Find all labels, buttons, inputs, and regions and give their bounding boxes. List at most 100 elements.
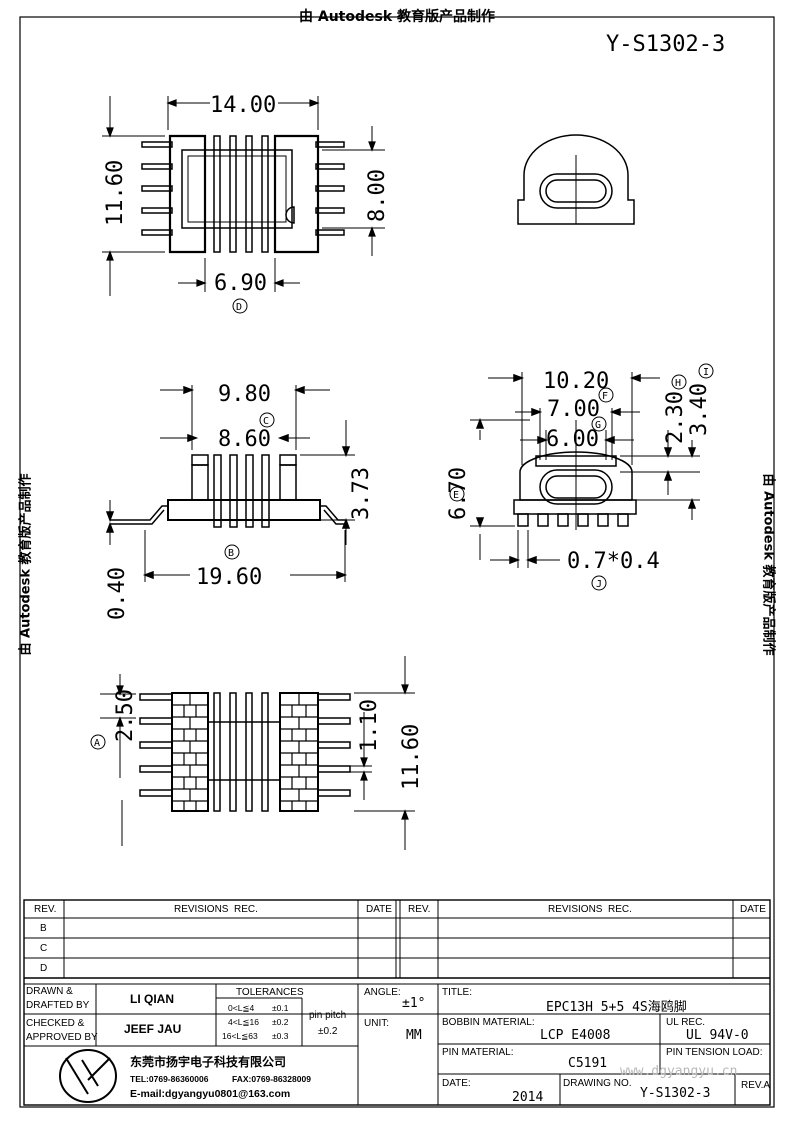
tol-range-1: 0<L≦4 <box>228 1003 255 1013</box>
tol-value-3: ±0.3 <box>272 1031 289 1041</box>
pin-tension-label: PIN TENSION LOAD: <box>666 1047 763 1058</box>
ul-label: UL REC. <box>666 1017 706 1028</box>
pin <box>141 207 173 214</box>
dim-side-w2: 8.60 <box>218 427 271 452</box>
rec-col-label: REC. <box>234 904 258 915</box>
mark-e: E <box>453 490 459 501</box>
pin <box>315 229 345 236</box>
date-col-label-2: DATE <box>740 904 766 915</box>
top-view <box>102 96 385 314</box>
company-tel: TEL:0769-86360006 <box>130 1074 209 1084</box>
mark-b: B <box>228 548 234 559</box>
company-name: 东莞市扬宇电子科技有限公司 <box>130 1055 287 1069</box>
dim-r-h3: 6.70 <box>446 467 471 520</box>
pin-material-label: PIN MATERIAL: <box>442 1047 514 1058</box>
dim-top-width: 14.00 <box>210 93 276 118</box>
mark-i: I <box>703 367 709 378</box>
rev-row-b: B <box>40 923 47 934</box>
unit-label: UNIT: <box>364 1018 389 1029</box>
tol-value-2: ±0.2 <box>272 1017 289 1027</box>
rev-col-label-2: REV. <box>408 904 431 915</box>
part-title: EPC13H 5+5 4S海鸥脚 <box>546 1000 687 1015</box>
bobbin-material: LCP E4008 <box>540 1028 611 1043</box>
pin-material: C5191 <box>568 1056 608 1071</box>
mark-d: D <box>236 302 242 313</box>
dim-side-h: 3.73 <box>349 467 374 520</box>
pin <box>315 207 345 214</box>
drawing-frame <box>19 16 775 1108</box>
bobbin-label: BOBBIN MATERIAL: <box>442 1017 535 1028</box>
revision-label: REV.A <box>741 1080 771 1091</box>
pin-pitch-value: ±0.2 <box>318 1026 338 1037</box>
checked-label-2: APPROVED BY <box>26 1032 98 1043</box>
mark-a: A <box>94 738 100 749</box>
mark-h: H <box>675 378 681 389</box>
tolerances-label: TOLERANCES <box>236 987 304 998</box>
drawing-no: Y-S1302-3 <box>640 1086 711 1101</box>
drawing-no-label: DRAWING NO. <box>563 1078 632 1089</box>
checked-label-1: CHECKED & <box>26 1018 85 1029</box>
end-view-side <box>449 363 714 591</box>
tol-range-3: 16<L≦63 <box>222 1031 258 1041</box>
company-logo <box>59 1049 117 1103</box>
drawn-label-2: DRAFTED BY <box>26 1000 90 1011</box>
pin <box>315 141 345 148</box>
dim-r-h2: 3.40 <box>687 383 712 436</box>
dim-b-h3: 11.60 <box>399 724 424 790</box>
revisions-col-label-2: REVISIONS <box>548 904 603 915</box>
dim-top-height: 11.60 <box>103 160 128 226</box>
dim-side-len: 19.60 <box>196 565 262 590</box>
drawn-by: LI QIAN <box>130 992 174 1006</box>
pin <box>315 163 345 170</box>
ul-value: UL 94V-0 <box>686 1028 749 1043</box>
dim-top-pitch: 6.90 <box>214 271 267 296</box>
bottom-view <box>90 656 415 850</box>
rev-col-label: REV. <box>34 904 57 915</box>
side-view <box>105 385 355 582</box>
title-label: TITLE: <box>442 987 473 998</box>
dim-top-inner: 8.00 <box>365 169 390 222</box>
mark-f: F <box>602 391 608 402</box>
pin-pitch-label: pin pitch <box>309 1010 347 1021</box>
flange-right <box>273 134 320 254</box>
pin <box>141 185 173 192</box>
date-label: DATE: <box>442 1078 471 1089</box>
dim-b-h2: 1.10 <box>357 699 382 752</box>
pin <box>315 185 345 192</box>
website-watermark: www.dgyangyu.cn <box>620 1064 738 1079</box>
date-value: 2014 <box>512 1090 544 1105</box>
dim-b-h1: 2.50 <box>113 689 138 742</box>
rev-row-d: D <box>40 963 48 974</box>
company-fax: FAX:0769-86328009 <box>232 1074 311 1084</box>
title-block-grid <box>23 899 771 1106</box>
pin <box>141 163 173 170</box>
mark-g: G <box>595 420 601 431</box>
drawn-label-1: DRAWN & <box>26 986 73 997</box>
drawing-number-top: Y-S1302-3 <box>606 32 726 57</box>
dim-r-w1: 10.20 <box>543 369 609 394</box>
dim-side-w1: 9.80 <box>218 382 271 407</box>
dim-r-h1: 2.30 <box>663 391 688 444</box>
rev-row-c: C <box>40 943 48 954</box>
company-email: E-mail:dgyangyu0801@163.com <box>130 1088 291 1100</box>
mark-c: C <box>263 416 269 427</box>
dim-r-w3: 6.00 <box>546 427 599 452</box>
angle-label: ANGLE: <box>364 987 401 998</box>
pin <box>141 141 173 148</box>
revisions-col-label: REVISIONS <box>174 904 229 915</box>
rec-col-label-2: REC. <box>608 904 632 915</box>
tol-value-1: ±0.1 <box>272 1003 289 1013</box>
unit-value: MM <box>406 1028 422 1043</box>
angle-value: ±1° <box>402 996 426 1011</box>
pin <box>141 229 173 236</box>
mark-j: J <box>596 579 602 590</box>
dim-r-w2: 7.00 <box>547 397 600 422</box>
date-col-label: DATE <box>366 904 392 915</box>
flange-left <box>168 134 207 254</box>
checked-by: JEEF JAU <box>124 1022 182 1036</box>
end-view-top <box>517 134 635 225</box>
dim-r-pin: 0.7*0.4 <box>567 549 660 574</box>
tol-range-2: 4<L≦16 <box>228 1017 259 1027</box>
dim-side-thick: 0.40 <box>105 567 130 620</box>
